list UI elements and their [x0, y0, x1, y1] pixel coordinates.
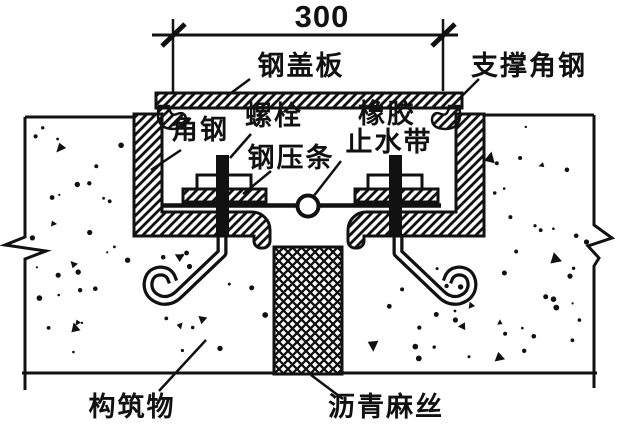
label-bolt: 螺栓	[245, 101, 303, 131]
leader-bolt	[229, 133, 252, 159]
leader-waterstop	[312, 160, 342, 198]
leader-support-angle	[458, 78, 480, 100]
label-rubber-waterstop-line2: 止水带	[345, 127, 433, 157]
concrete-left-edge-break-line	[0, 117, 52, 390]
leader-lines	[150, 77, 480, 400]
leader-cover-plate	[226, 77, 251, 98]
bolt-assembly-right	[353, 155, 440, 235]
asphalt-oakum-filler	[272, 245, 344, 376]
leader-asphalt	[310, 374, 344, 400]
dimension-300	[152, 19, 458, 93]
steel-cover-plate	[154, 91, 464, 110]
support-angle-curl-right	[430, 104, 462, 131]
angle-steel-left	[132, 112, 272, 250]
dim-tick-right	[430, 22, 457, 48]
bolt-shaft-left	[216, 155, 229, 235]
leader-pressure-strip	[242, 170, 272, 195]
bolt-assembly-left	[181, 155, 268, 235]
label-pressure-strip: 钢压条	[247, 143, 335, 173]
concrete-speckle-texture	[29, 125, 590, 362]
bolt-shaft-right	[389, 155, 402, 235]
dim-tick-left	[160, 22, 187, 48]
label-angle-steel: 角钢	[171, 115, 229, 145]
label-cover-plate: 钢盖板	[257, 51, 345, 81]
label-structure: 构筑物	[88, 392, 176, 422]
angle-steel-right	[346, 112, 486, 250]
anchor-hook-left	[142, 234, 228, 306]
rubber-waterstop	[163, 193, 441, 219]
support-angle-curl-left	[156, 104, 188, 131]
label-asphalt-oakum: 沥青麻丝	[328, 392, 444, 422]
concrete-right-edge-break-line	[585, 115, 616, 388]
waterstop-center-bulb	[295, 193, 321, 219]
label-support-angle: 支撑角钢	[471, 51, 587, 81]
leader-angle-steel	[150, 148, 182, 172]
anchor-hook-right	[392, 234, 478, 306]
leader-structure	[158, 339, 207, 392]
label-rubber-waterstop-line1: 橡胶	[358, 99, 416, 129]
dimension-value: 300	[294, 0, 350, 34]
